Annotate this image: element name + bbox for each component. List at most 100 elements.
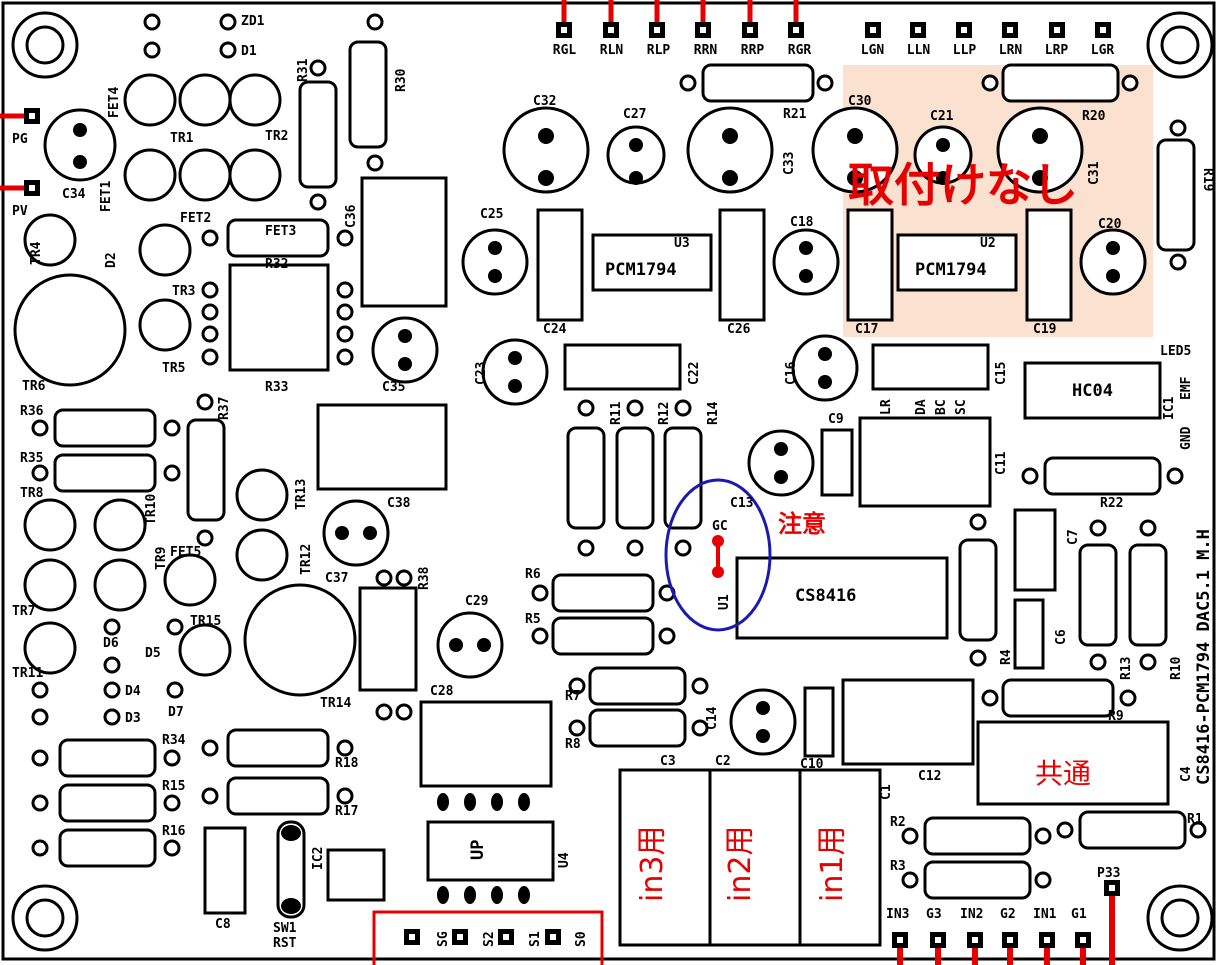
r2-label: R2 [890,815,906,830]
c8-label: C8 [215,917,231,932]
serial-connector-box [372,910,604,965]
d7-label: D7 [168,705,184,720]
conn-rrn: RRN [693,43,718,58]
c35-label: C35 [382,380,406,395]
d1-label: D1 [241,44,257,59]
c28-label: C28 [430,684,454,699]
c7-label: C7 [1066,529,1081,545]
ic1-chip-text: HC04 [1072,381,1113,401]
c16-label: C16 [784,361,799,385]
r17-label: R17 [335,804,359,819]
pv-label: PV [12,204,28,219]
conn-lln: LLN [906,43,931,58]
c1-label: C1 [879,784,894,800]
d4-label: D4 [125,684,141,699]
rst-label: RST [273,936,297,951]
common-note: 共通 [1035,757,1092,790]
c24-label: C24 [543,322,567,337]
u4-socket-pins [437,793,530,904]
c11-label: C11 [994,451,1009,475]
tr7-label: TR7 [12,604,36,619]
tr14-label: TR14 [320,696,352,711]
r5-label: R5 [525,612,541,627]
sw1-label: SW1 [273,921,297,936]
c13-label: C13 [730,496,754,511]
fet2-label: FET2 [180,211,212,226]
film-capacitors [203,176,1170,947]
tr6-label: TR6 [22,379,46,394]
bottom-lead-wires [897,890,1115,965]
top-lead-wires [561,0,799,26]
r18-label: R18 [335,756,359,771]
tr12-label: TR12 [299,543,314,575]
u2-chip-text: PCM1794 [915,260,987,280]
conn-g3: G3 [926,907,942,922]
r21-label: R21 [783,107,807,122]
c14-label: C14 [705,706,720,730]
electrolytic-capacitors [13,106,1147,756]
c32-label: C32 [533,94,557,109]
tr2-label: TR2 [265,129,289,144]
r9-label: R9 [1108,709,1124,724]
c33-label: C33 [782,151,797,175]
tr5-label: TR5 [162,361,186,376]
c17-label: C17 [855,322,879,337]
conn-rlp: RLP [646,43,671,58]
not-mounted-note: 取付けなし [848,158,1078,212]
u1-chip-text: CS8416 [795,586,857,606]
r10-label: R10 [1169,656,1184,680]
c22-label: C22 [687,361,702,385]
c26-label: C26 [727,322,751,337]
c37-label: C37 [325,571,349,586]
top-connector-labels-left: LGN LLN LLP LRN LRP LGR [853,44,1122,57]
board-title: CS8416-PCM1794 DAC5.1 M.H [1194,529,1214,785]
u3-chip-text: PCM1794 [605,260,677,280]
conn-lrn: LRN [998,43,1023,58]
tr8-label: TR8 [20,486,44,501]
conn-in2: IN2 [960,907,984,922]
c4-label: C4 [1179,766,1194,782]
reset-switch [276,820,306,919]
r1-label: R1 [1187,812,1203,827]
c20-label: C20 [1098,217,1122,232]
c15-label: C15 [994,361,1009,385]
r35-label: R35 [20,451,44,466]
conn-lgn: LGN [860,43,885,58]
conn-in1: IN1 [1033,907,1057,922]
c38-label: C38 [387,496,411,511]
tr10-label: TR10 [144,493,159,525]
c21-label: C21 [930,109,954,124]
u4-label: U4 [557,852,572,868]
d5-label: D5 [145,646,161,661]
sc-label: SC [954,399,969,415]
electrolytic-pads [73,123,1120,743]
c19-label: C19 [1033,322,1057,337]
r7-label: R7 [565,689,581,704]
c36-label: C36 [344,204,359,228]
in1-note: in1用 [815,825,850,902]
conn-g1: G1 [1071,907,1087,922]
r20-label: R20 [1082,109,1106,124]
d3-label: D3 [125,711,141,726]
conn-rgr: RGR [787,43,812,58]
caution-note: 注意 [778,510,826,538]
transistors [23,73,289,677]
r16-label: R16 [162,824,186,839]
conn-sg: SG [436,931,451,947]
u1-label: U1 [717,594,732,610]
r12-label: R12 [657,401,672,425]
emf-label: EMF [1179,376,1194,400]
r3-label: R3 [890,859,906,874]
c29-label: C29 [465,594,489,609]
bc-label: BC [934,399,949,415]
fet3-label: FET3 [265,224,297,239]
r19-label: R19 [1200,168,1215,192]
r4-label: R4 [999,649,1014,665]
c23-label: C23 [474,361,489,385]
r11-label: R11 [609,401,624,425]
top-connector-labels-right: RGL RLN RLP RRN RRP RGR [545,44,819,57]
tr13-label: TR13 [294,478,309,510]
r22-label: R22 [1100,496,1124,511]
in3-note: in3用 [635,825,670,902]
